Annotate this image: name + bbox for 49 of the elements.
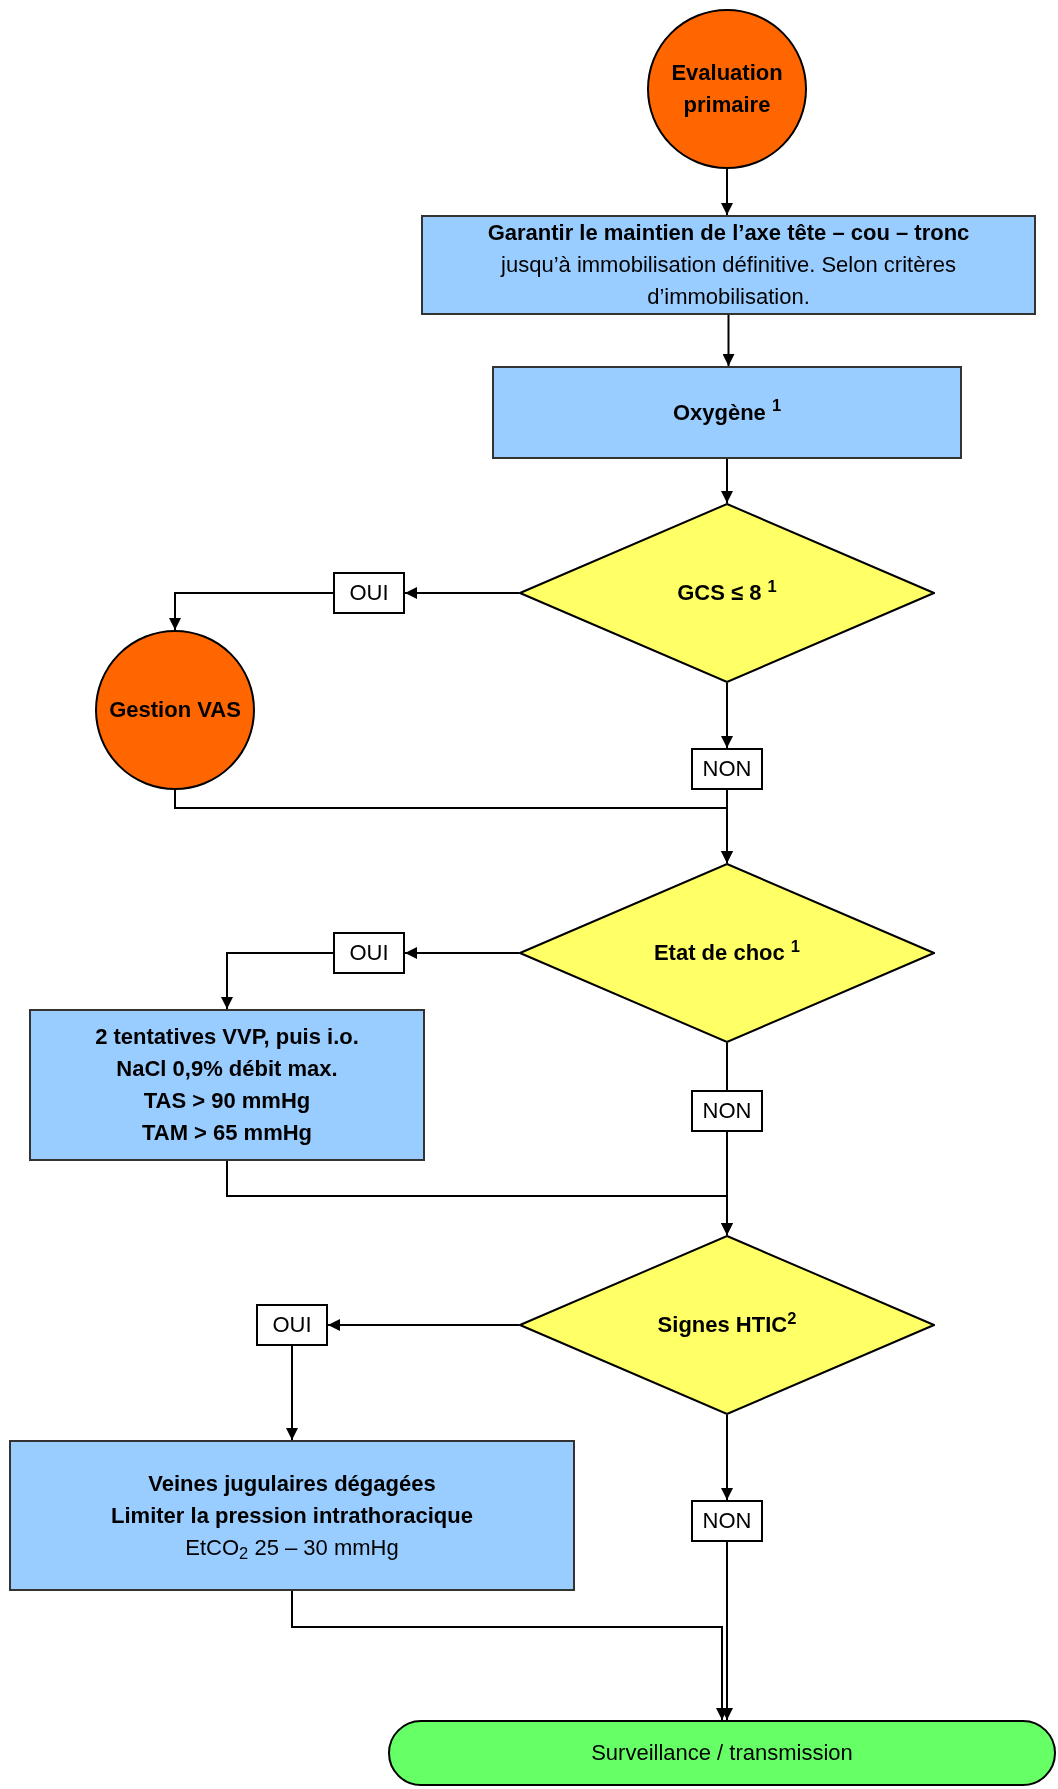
arrow <box>722 314 735 367</box>
arrow <box>327 1319 520 1331</box>
answer-box <box>333 932 405 974</box>
node-text: Veines jugulaires dégagées <box>148 1469 436 1498</box>
arrow <box>291 1590 728 1721</box>
decision-diamond <box>519 503 935 683</box>
node-text: Limiter la pression intrathoracique <box>111 1501 473 1530</box>
node-text: Oxygène $^{1}$ <box>672 396 782 427</box>
node-text: TAS > 90 mmHg <box>143 1087 311 1115</box>
arrow <box>226 1160 733 1236</box>
arrow <box>721 458 733 504</box>
process-box <box>29 1009 425 1161</box>
node-text: TAM > 65 mmHg <box>141 1119 313 1147</box>
node-text: jusqu’à immobilisation définitive. Selon critères d’immobilisation. <box>499 251 957 311</box>
node-text: NON <box>702 755 752 783</box>
decision-diamond <box>519 863 935 1043</box>
node-text: EtCO$_{2}$ 25 – 30 mmHg <box>185 1533 399 1564</box>
node-text: OUI <box>272 1311 312 1339</box>
node-text: 2 tentatives VVP, puis i.o. <box>95 1023 359 1051</box>
node-text: Surveillance / transmission <box>591 1739 853 1767</box>
decision-diamond <box>519 1235 935 1415</box>
arrow <box>404 587 520 599</box>
answer-box <box>691 1090 763 1132</box>
answer-box <box>691 748 763 790</box>
answer-box <box>691 1500 763 1542</box>
node-text: OUI <box>349 939 389 967</box>
node-text: Signes HTIC$^{2}$ <box>657 1309 797 1339</box>
arrow <box>169 592 334 631</box>
arrow <box>721 682 733 749</box>
arrow <box>404 947 520 959</box>
arrow <box>174 789 733 864</box>
node-text: Garantir le maintien de l’axe tête – cou – tronc <box>487 219 970 247</box>
node-text: NON <box>702 1507 752 1535</box>
process-box <box>421 215 1036 315</box>
node-text: NaCl 0,9% débit max. <box>116 1055 338 1083</box>
node-text: GCS ≤ 8 $^{1}$ <box>677 577 777 607</box>
node-text: Etat de choc $^{1}$ <box>653 937 801 967</box>
arrow <box>221 952 334 1010</box>
answer-box <box>256 1304 328 1346</box>
arrow <box>286 1345 298 1441</box>
node-text: NON <box>702 1097 752 1125</box>
arrow <box>721 168 733 216</box>
node-text: Gestion VAS <box>109 696 241 724</box>
node-text: Evaluation primaire <box>670 59 784 119</box>
arrow <box>721 1414 733 1501</box>
answer-box <box>333 572 405 614</box>
process-box <box>492 366 962 459</box>
process-box <box>9 1440 575 1591</box>
node-text: OUI <box>349 579 389 607</box>
